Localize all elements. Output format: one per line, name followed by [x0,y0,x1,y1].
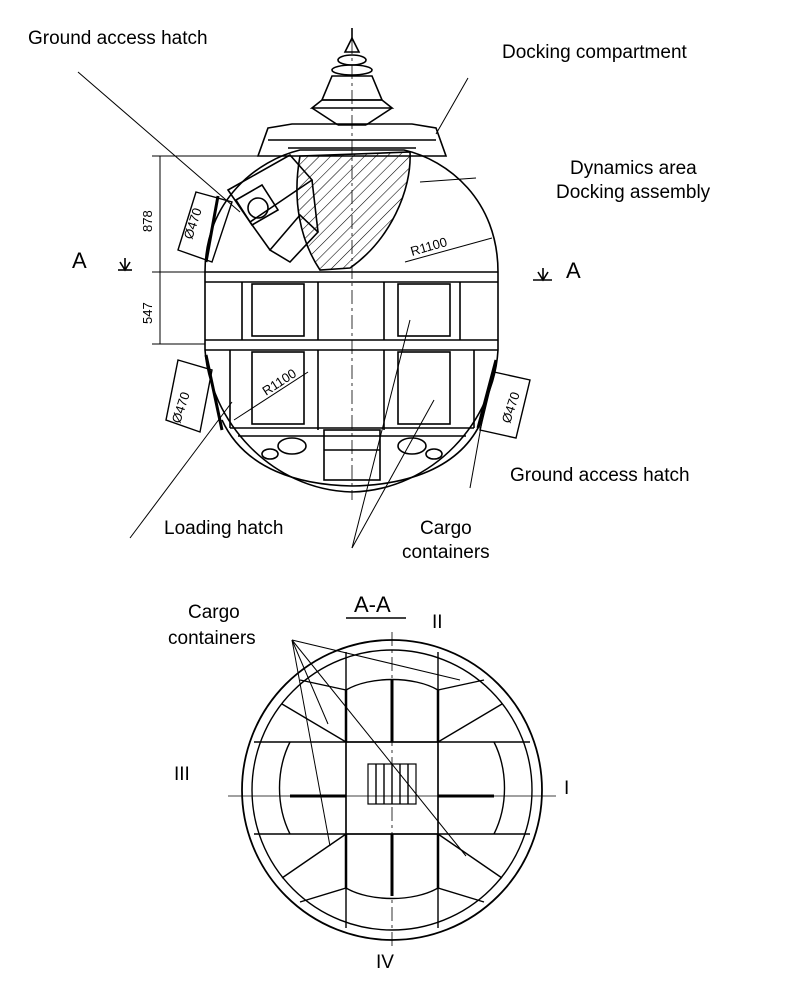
container-left [278,741,346,835]
roman-i: I [564,778,569,799]
section-leader-lines [291,639,467,857]
leader-ground-hatch-right [469,409,485,489]
roman-ii: II [432,612,443,633]
quadrant-frames [281,679,503,903]
hatch-left-upper [177,191,233,263]
leader-ground-hatch-top [77,71,241,213]
section-letter-left: A [72,248,87,273]
section-marker-right [533,268,552,282]
lower-bowl [204,349,499,493]
dim-hatch-left-lower: Ø470 [169,390,193,425]
dim-height-middle: 547 [140,302,155,324]
label-cargo-1a: Cargo [420,518,472,539]
dim-hatch-right: Ø470 [499,390,523,425]
upper-dome [204,149,499,273]
label-dynamics-area: Dynamics area [570,158,697,179]
leader-cargo-2 [351,399,435,549]
leader-docking-compartment [435,77,469,135]
leader-dynamics [419,177,477,183]
lower-frames [229,350,475,481]
roman-iv: IV [376,952,394,973]
docking-probe [309,28,395,126]
dim-height-upper: 878 [140,210,155,232]
container-right [438,741,506,835]
section-aa-view [228,632,556,950]
label-cargo-2a: Cargo [188,602,240,623]
label-ground-hatch-right: Ground access hatch [510,465,690,486]
hatch-right [476,359,531,439]
label-docking-assembly: Docking assembly [556,182,711,203]
lower-bowl-inner [221,419,483,487]
label-loading-hatch: Loading hatch [164,518,283,539]
docking-assembly-hardware [226,153,320,264]
hatch-left-lower [165,354,224,433]
label-cargo-2b: containers [168,628,256,649]
leader-lines [77,71,485,549]
leader-cargo-1 [351,319,411,549]
label-ground-hatch-top: Ground access hatch [28,28,208,49]
label-cargo-1b: containers [402,542,490,563]
section-marker-left [118,258,132,272]
container-bottom [344,834,440,900]
middle-cylinder [204,271,499,351]
section-letter-right: A [566,258,581,283]
label-docking-compartment: Docking compartment [502,42,688,63]
dim-hatch-left-upper: Ø470 [181,206,205,241]
capsule-side-view [77,28,552,549]
container-top [344,678,440,742]
dynamics-area-hatch [296,151,411,271]
leader-loading-hatch [129,401,233,539]
roman-iii: III [174,764,190,785]
dimension-lines [152,155,493,421]
section-title: A-A [354,592,391,617]
